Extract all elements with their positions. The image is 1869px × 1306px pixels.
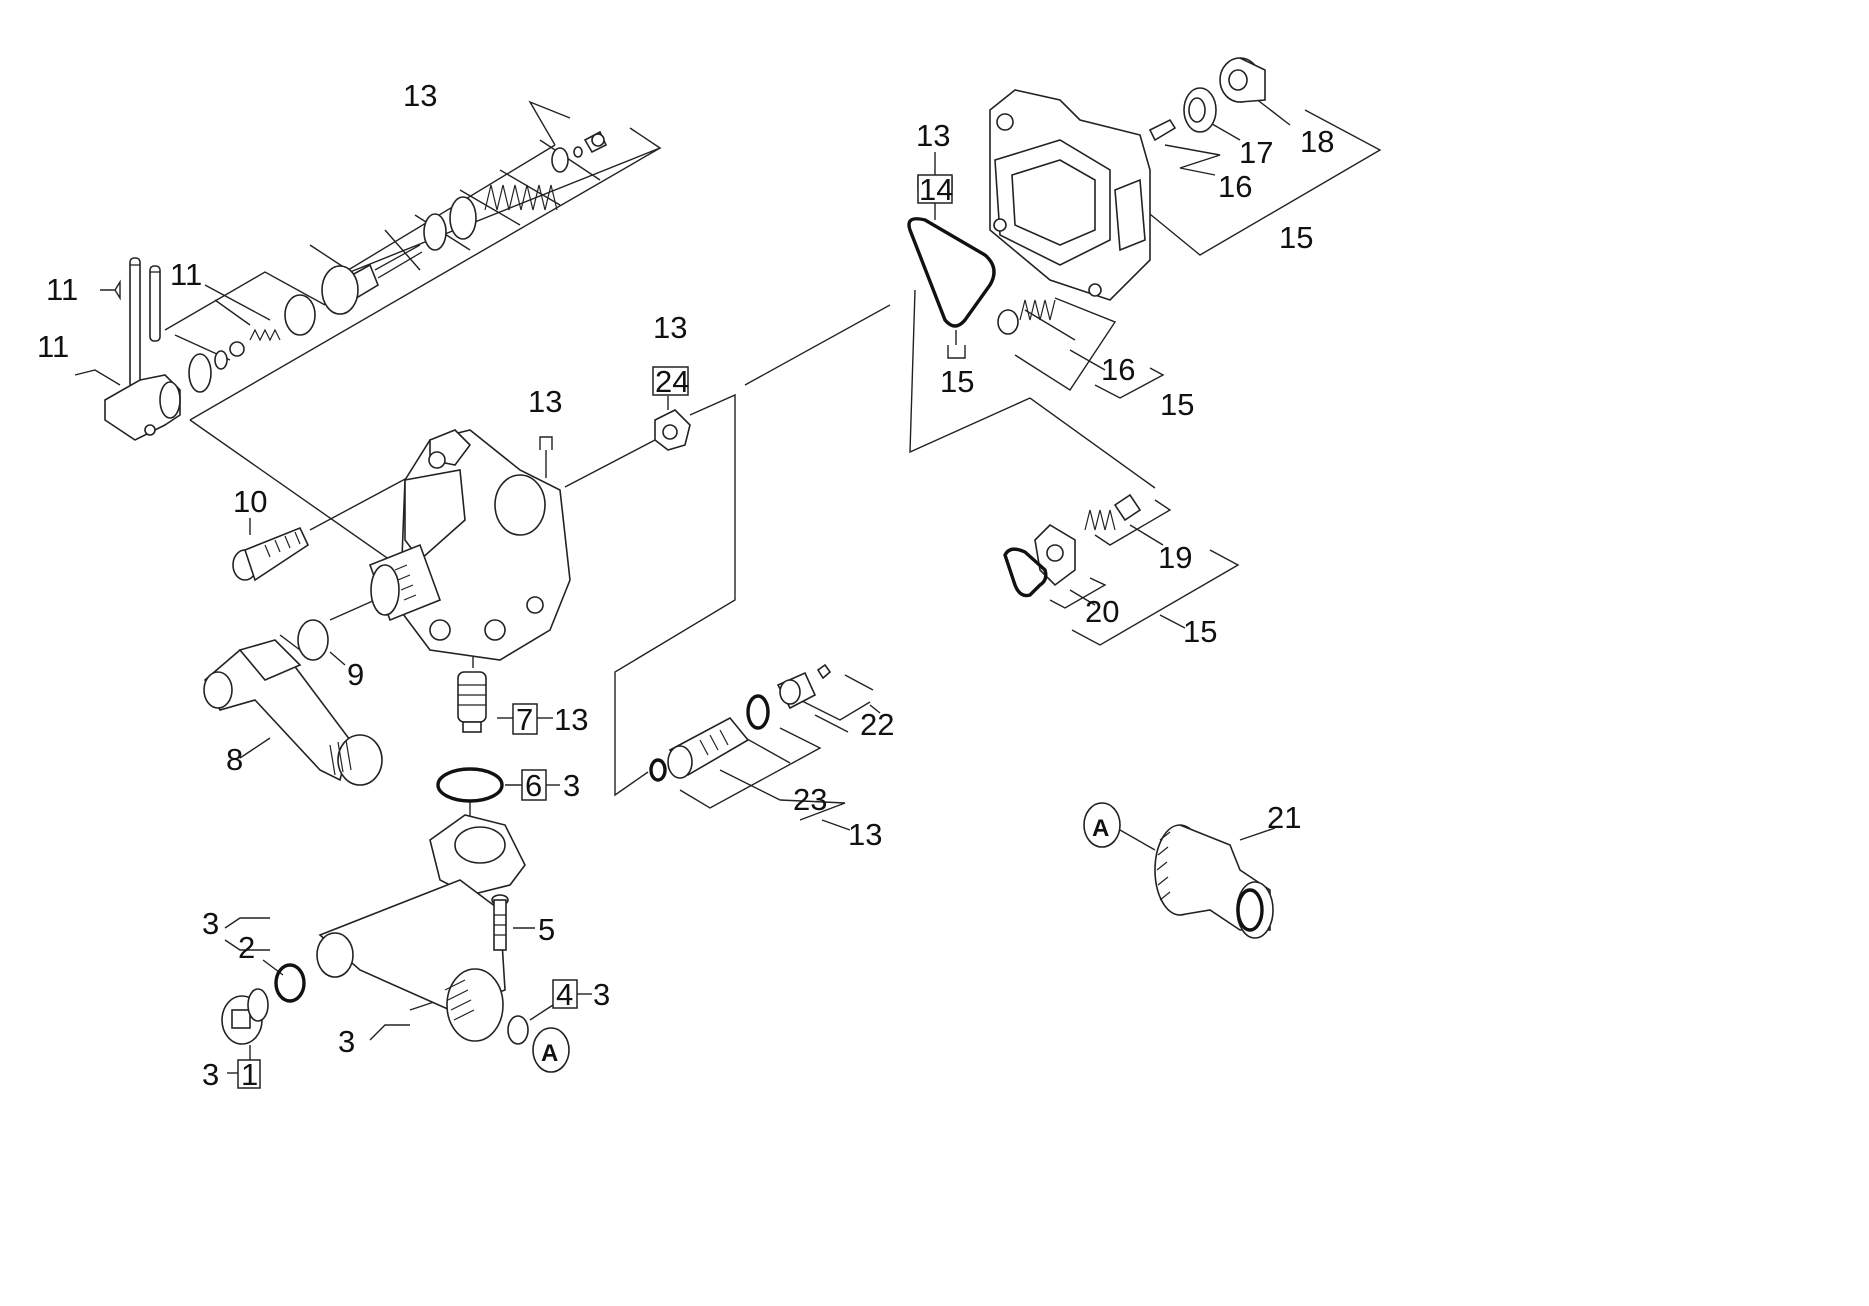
leader-lines (74, 97, 1382, 1074)
marker-a-circle-2 (532, 1027, 570, 1073)
callout-11a: 11 (46, 272, 78, 307)
oring-6 (436, 767, 504, 803)
callout-15c: 15 (1160, 387, 1194, 422)
box-14 (917, 174, 953, 204)
callout-3c: 3 (593, 977, 610, 1012)
gasket-14 (907, 217, 996, 328)
callout-13f: 13 (916, 118, 950, 153)
callout-14: 14 (919, 172, 953, 207)
callout-3d: 3 (338, 1024, 355, 1059)
callout-11b: 11 (170, 257, 202, 292)
pin-16 (1148, 118, 1177, 142)
marker-a-2: A (541, 1040, 558, 1067)
callout-13b: 13 (653, 310, 687, 345)
callout-16b: 16 (1101, 352, 1135, 387)
callout-2: 2 (238, 930, 255, 965)
callout-8: 8 (226, 742, 243, 777)
pipe-part (203, 639, 383, 786)
box-4 (552, 979, 578, 1009)
callout-13e: 13 (848, 817, 882, 852)
callout-13c: 13 (528, 384, 562, 419)
callout-16a: 16 (1218, 169, 1252, 204)
plate-20 (1003, 523, 1076, 598)
callout-5: 5 (538, 912, 555, 947)
valve-7-part (457, 671, 487, 733)
top-valve-parts (188, 130, 608, 393)
callout-24: 24 (655, 364, 689, 399)
box-24 (652, 366, 689, 396)
pump-head-part (989, 89, 1151, 301)
callout-3b: 3 (202, 906, 219, 941)
spring-16 (997, 299, 1056, 335)
callout-10: 10 (233, 484, 267, 519)
box-1 (237, 1059, 261, 1089)
callout-21: 21 (1267, 800, 1301, 835)
oring-9 (297, 619, 329, 661)
callout-3a: 3 (563, 768, 580, 803)
marker-a-circle-1 (1083, 802, 1121, 848)
callout-23: 23 (793, 782, 827, 817)
marker-a-1: A (1092, 815, 1109, 842)
callout-13a: 13 (403, 78, 437, 113)
oring-2 (274, 963, 306, 1003)
spring-19 (1084, 493, 1142, 531)
callout-15a: 15 (940, 364, 974, 399)
pump-body-part (368, 429, 571, 661)
callout-13d: 13 (554, 702, 588, 737)
bearing-17 (1183, 87, 1217, 133)
part-23 (649, 694, 770, 782)
part-22 (776, 663, 832, 710)
callout-6: 6 (525, 768, 542, 803)
part-24 (654, 409, 691, 451)
rod-part (129, 257, 161, 389)
screw-part (232, 526, 310, 582)
callout-11c: 11 (37, 329, 69, 364)
callout-19: 19 (1158, 540, 1192, 575)
callout-15d: 15 (1183, 614, 1217, 649)
callout-20: 20 (1085, 594, 1119, 629)
manifold-part (316, 814, 526, 1042)
cap-18 (1219, 57, 1266, 103)
box-7 (512, 703, 538, 735)
callout-1: 1 (241, 1057, 258, 1092)
connector-21 (1154, 824, 1274, 939)
screw-5-part (491, 894, 509, 951)
clip-part (507, 1015, 529, 1045)
callout-15b: 15 (1279, 220, 1313, 255)
box-6 (521, 769, 547, 801)
plug-part (221, 988, 269, 1045)
callout-3e: 3 (202, 1057, 219, 1092)
valve-block-part (104, 374, 181, 441)
callout-7: 7 (516, 702, 533, 737)
callout-22: 22 (860, 707, 894, 742)
callout-17: 17 (1239, 135, 1273, 170)
callout-18: 18 (1300, 124, 1334, 159)
callout-9: 9 (347, 657, 364, 692)
callout-4: 4 (556, 977, 573, 1012)
